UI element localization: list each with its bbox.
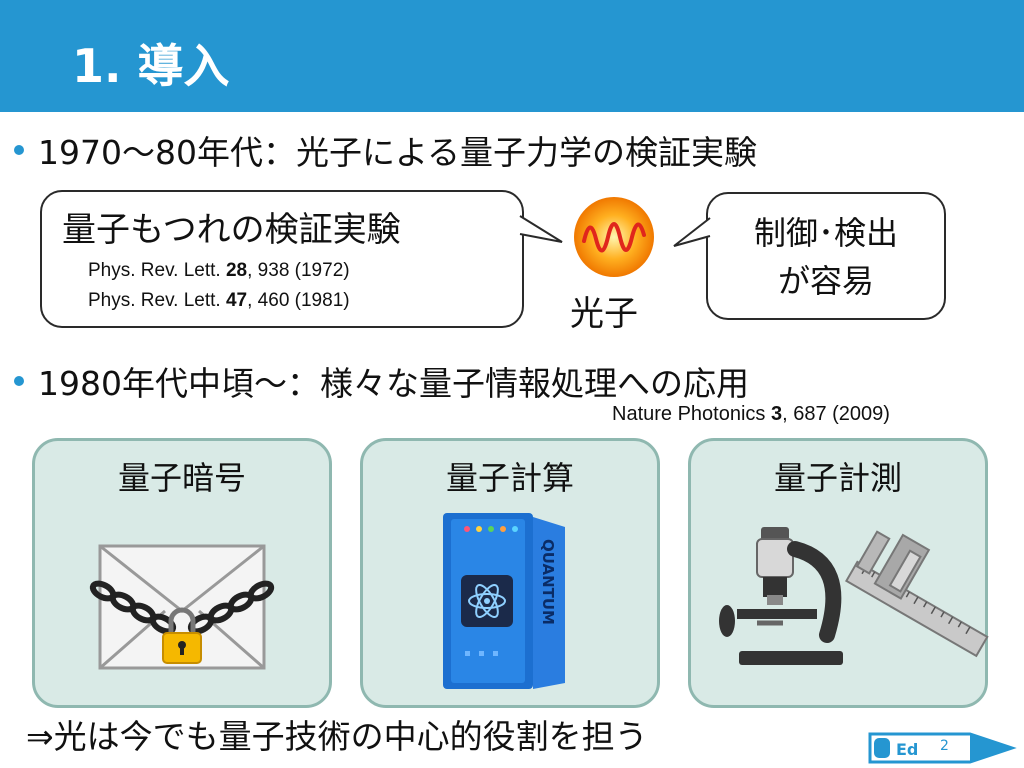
conclusion-text: ⇒光は今でも量子技術の中心的役割を担う xyxy=(26,717,648,756)
reference-2: Phys. Rev. Lett. 47, 460 (1981) xyxy=(88,290,350,311)
nature-reference: Nature Photonics 3, 687 (2009) xyxy=(612,403,890,425)
slide-title: 1. 導入 xyxy=(72,39,230,93)
panel-label: 量子計算 xyxy=(445,459,574,497)
panel-label: 量子暗号 xyxy=(117,459,246,497)
panel-quantum-cryptography: 量子暗号 xyxy=(32,438,332,708)
quantum-computer-icon: QUANTUM xyxy=(443,513,565,689)
microscope-caliper-icon xyxy=(719,527,989,665)
panel-quantum-computing: 量子計算 QUANTUM xyxy=(360,438,660,708)
entanglement-bubble: 量子もつれの検証実験 Phys. Rev. Lett. 28, 938 (197… xyxy=(40,190,524,328)
entanglement-bubble-title: 量子もつれの検証実験 xyxy=(62,210,401,250)
control-detection-bubble: 制御･検出 が容易 xyxy=(706,192,946,320)
title-bar: 1. 導入 xyxy=(0,0,1024,112)
photon-icon xyxy=(574,197,654,277)
bullet-1: 1970〜80年代：光子による量子力学の検証実験 xyxy=(10,126,757,174)
quantum-device-text: QUANTUM xyxy=(539,539,557,625)
bubble-tail-left xyxy=(519,215,563,243)
bubble-right-line1: 制御･検出 xyxy=(753,214,898,252)
bubble-right-line2: が容易 xyxy=(777,262,874,300)
panel-quantum-metrology: 量子計測 xyxy=(688,438,989,708)
bullet-2-text: 1980年代中頃〜：様々な量子情報処理への応用 xyxy=(38,364,749,403)
bullet-2: 1980年代中頃〜：様々な量子情報処理への応用 xyxy=(10,357,749,405)
reference-1: Phys. Rev. Lett. 28, 938 (1972) xyxy=(88,260,350,281)
lab-logo-icon: Ed xyxy=(868,732,1017,764)
bullet-dot xyxy=(14,145,24,155)
bubble-tail-right xyxy=(673,217,711,247)
photon-label: 光子 xyxy=(570,294,638,334)
page-number: 2 xyxy=(940,738,949,754)
locked-envelope-icon xyxy=(89,544,275,670)
panel-label: 量子計測 xyxy=(773,459,902,497)
bullet-1-text: 1970〜80年代：光子による量子力学の検証実験 xyxy=(38,133,757,172)
logo-text: Ed xyxy=(896,740,918,759)
bullet-dot xyxy=(14,376,24,386)
